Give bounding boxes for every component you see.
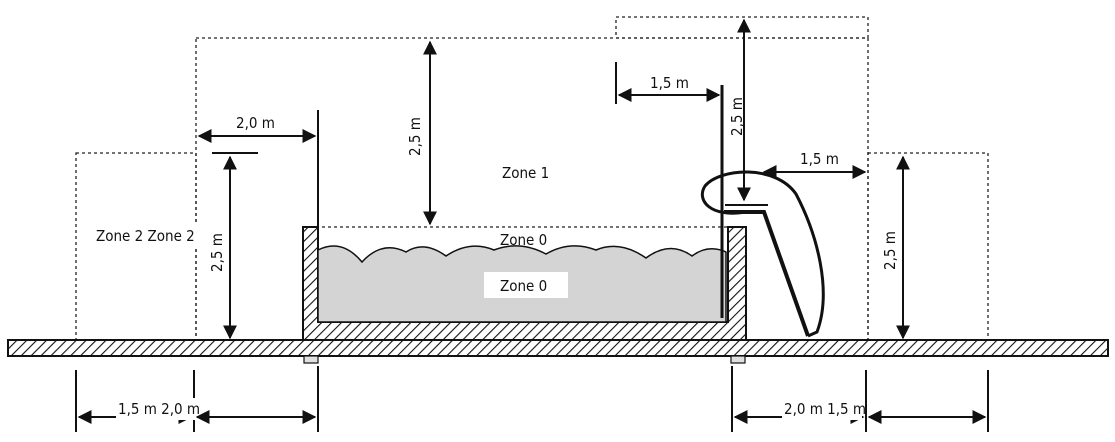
bottom-right-label: 2,0 m 1,5 m <box>784 400 866 418</box>
zone2-left-label: Zone 2 Zone 2 <box>96 227 195 245</box>
bottom-right-label-box <box>782 398 862 420</box>
zone0-water-label: Zone 0 <box>500 277 547 295</box>
bottom-left-label-box <box>116 398 196 420</box>
height-center-label: 2,5 m <box>406 117 424 156</box>
zone0-water-label-box <box>484 272 568 298</box>
slide-ramp <box>724 210 810 337</box>
zone1-label: Zone 1 <box>502 164 549 182</box>
zone0-top-label: Zone 0 <box>500 231 547 249</box>
ground-slab <box>7 339 1109 357</box>
zone2-left-label-box <box>92 222 204 248</box>
width-slide-right-label: 1,5 m <box>800 150 839 168</box>
height-right-label: 2,5 m <box>881 231 899 270</box>
height-left-label: 2,5 m <box>208 233 226 272</box>
width-left-inner-label: 2,0 m <box>236 114 275 132</box>
zone2-right-label-box <box>912 216 984 244</box>
height-slide-label: 2,5 m <box>728 97 746 136</box>
bottom-left-label: 1,5 m 2,0 m <box>118 400 200 418</box>
pool-left-footing <box>303 355 319 364</box>
width-slide-top-label: 1,5 m <box>650 74 689 92</box>
pool-right-footing <box>730 355 746 364</box>
zone1-slide-outline <box>615 16 869 39</box>
